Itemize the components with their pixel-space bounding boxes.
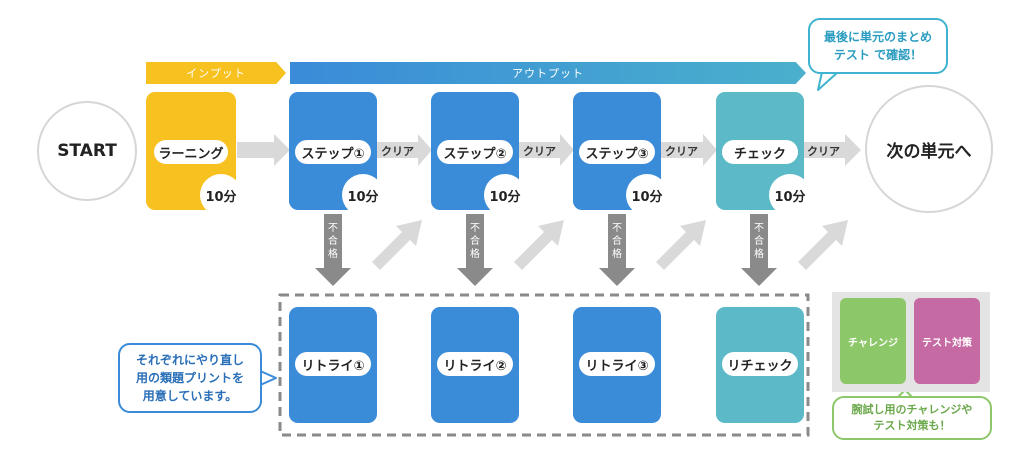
recheck-label: リチェック xyxy=(722,352,798,376)
next-unit-circle: 次の単元へ xyxy=(865,85,993,213)
fail-arrow-3 xyxy=(599,214,635,286)
input-banner: インプット xyxy=(146,62,286,84)
arrow-step3-to-check xyxy=(661,134,717,166)
challenge-label: チャレンジ xyxy=(848,337,898,349)
retry-label-2: リトライ② xyxy=(437,352,513,376)
arrow-step1-to-step2 xyxy=(377,134,432,166)
start-label: START xyxy=(57,141,117,161)
fail-arrow-4 xyxy=(741,214,777,286)
fail-arrow-2 xyxy=(457,214,493,286)
callout-retry-line2: 用の類題プリントを xyxy=(135,371,244,385)
fail-label-1: 不合格 xyxy=(328,223,338,260)
callout-summary-line2: テスト で確認！ xyxy=(833,48,923,62)
input-banner-label: インプット xyxy=(186,67,246,80)
retry-card-3: リトライ③ xyxy=(573,307,661,423)
retry-label-3: リトライ③ xyxy=(579,352,655,376)
check-card: チェック 10分 xyxy=(716,92,811,216)
diag-arrow-1 xyxy=(372,220,422,270)
callout-challenge-line1: 腕試し用のチャレンジや xyxy=(851,403,973,416)
clear-label-4: クリア xyxy=(807,145,840,158)
learning-time-badge: 10分 xyxy=(200,174,242,216)
fail-label-3: 不合格 xyxy=(612,223,622,260)
clear-label-3: クリア xyxy=(665,145,698,158)
step-time-badge-1: 10分 xyxy=(342,174,384,216)
retry-frame xyxy=(278,293,810,437)
callout-challenge: 腕試し用のチャレンジや テスト対策も！ xyxy=(832,396,992,440)
step-label-2: ステップ② xyxy=(437,140,513,164)
step-label-1: ステップ① xyxy=(295,140,371,164)
step-time-badge-3: 10分 xyxy=(626,174,668,216)
step-label-3: ステップ③ xyxy=(579,140,655,164)
clear-label-1: クリア xyxy=(381,145,414,158)
output-banner-label: アウトプット xyxy=(512,67,584,80)
test-prep-box: テスト対策 xyxy=(914,298,980,384)
step-time-badge-2: 10分 xyxy=(484,174,526,216)
fail-arrow-1 xyxy=(315,214,351,286)
check-time-badge: 10分 xyxy=(769,174,811,216)
step-card-2: ステップ② 10分 xyxy=(431,92,526,216)
output-banner: アウトプット xyxy=(290,62,806,84)
callout-challenge-line2: テスト対策も！ xyxy=(873,419,951,432)
fail-label-4: 不合格 xyxy=(754,223,764,260)
start-circle: START xyxy=(37,101,137,201)
retry-card-1: リトライ① xyxy=(289,307,377,423)
learning-card: ラーニング 10分 xyxy=(146,92,242,216)
callout-retry-line1: それぞれにやり直し xyxy=(135,353,244,367)
callout-summary-line1: 最後に単元のまとめ xyxy=(823,30,932,44)
callout-retry-prints: それぞれにやり直し 用の類題プリントを 用意しています。 xyxy=(118,343,262,413)
next-unit-label: 次の単元へ xyxy=(886,141,972,162)
check-label: チェック xyxy=(722,140,798,164)
arrow-step2-to-step3 xyxy=(519,134,574,166)
fail-label-2: 不合格 xyxy=(470,223,480,260)
recheck-card: リチェック xyxy=(716,307,804,423)
clear-label-2: クリア xyxy=(523,145,556,158)
challenge-box: チャレンジ xyxy=(840,298,906,384)
step-card-1: ステップ① 10分 xyxy=(289,92,384,216)
learning-label: ラーニング xyxy=(154,140,228,164)
step-card-3: ステップ③ 10分 xyxy=(573,92,668,216)
diag-arrow-3 xyxy=(656,220,706,270)
arrow-check-to-end xyxy=(803,134,861,166)
diag-arrow-4 xyxy=(798,220,848,270)
retry-label-1: リトライ① xyxy=(295,352,371,376)
retry-card-2: リトライ② xyxy=(431,307,519,423)
diag-arrow-2 xyxy=(514,220,564,270)
callout-summary-test: 最後に単元のまとめ テスト で確認！ xyxy=(808,18,948,74)
arrow-learning-to-step1 xyxy=(237,134,290,166)
callout-retry-line3: 用意しています。 xyxy=(142,389,238,403)
test-prep-label: テスト対策 xyxy=(922,337,972,349)
